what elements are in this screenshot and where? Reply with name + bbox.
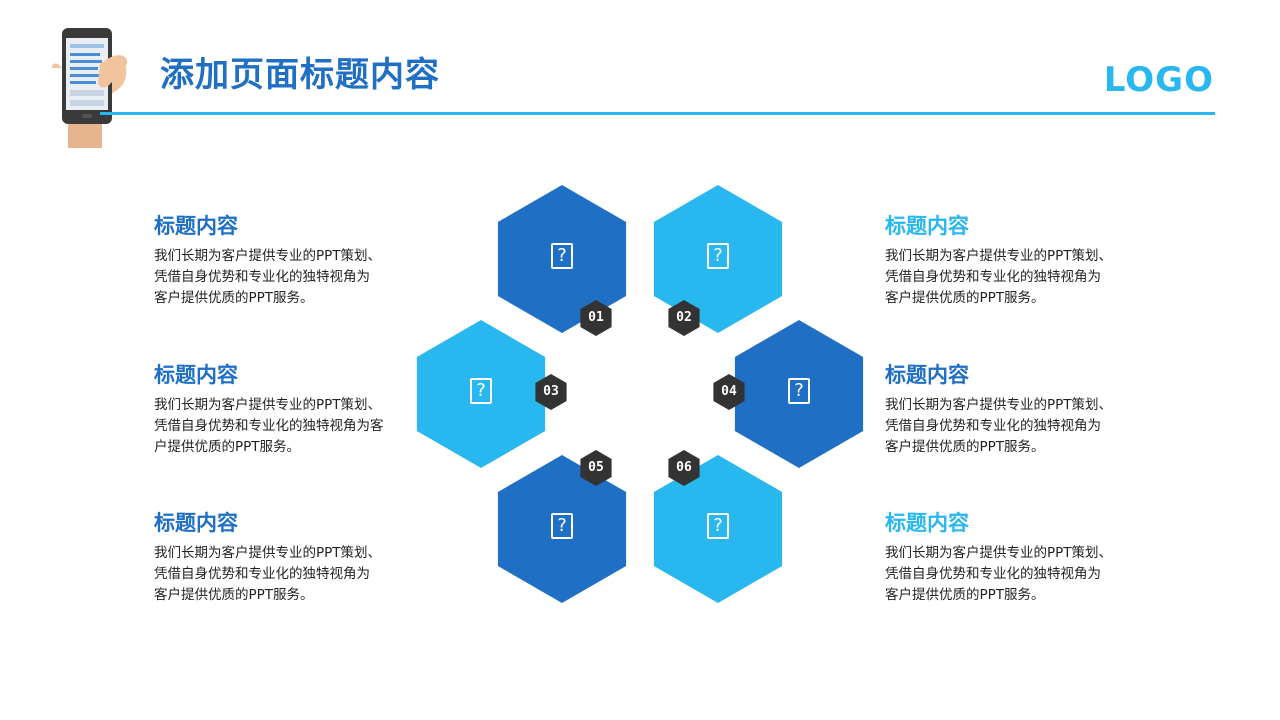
number-badge-label: 03 [543,384,559,399]
block-body: 我们长期为客户提供专业的PPT策划、 凭借自身优势和专业化的独特视角为客 户提供… [154,397,384,455]
text-block-1: 标题内容 我们长期为客户提供专业的PPT策划、 凭借自身优势和专业化的独特视角为… [154,212,424,309]
block-body: 我们长期为客户提供专业的PPT策划、 凭借自身优势和专业化的独特视角为 客户提供… [154,545,382,603]
text-block-5: 标题内容 我们长期为客户提供专业的PPT策划、 凭借自身优势和专业化的独特视角为… [885,361,1155,458]
block-body: 我们长期为客户提供专业的PPT策划、 凭借自身优势和专业化的独特视角为 客户提供… [885,545,1113,603]
missing-glyph-icon: ? [551,513,573,539]
block-title: 标题内容 [154,363,238,387]
block-title: 标题内容 [154,214,238,238]
header-divider [100,112,1215,115]
number-badge-label: 04 [721,384,737,399]
block-body: 我们长期为客户提供专业的PPT策划、 凭借自身优势和专业化的独特视角为 客户提供… [154,248,382,306]
page-title: 添加页面标题内容 [160,55,440,95]
text-block-4: 标题内容 我们长期为客户提供专业的PPT策划、 凭借自身优势和专业化的独特视角为… [885,212,1155,309]
phone-in-hand-icon [52,28,128,148]
number-badge-label: 05 [588,460,604,475]
number-badge-label: 06 [676,460,692,475]
block-title: 标题内容 [885,511,969,535]
text-block-6: 标题内容 我们长期为客户提供专业的PPT策划、 凭借自身优势和专业化的独特视角为… [885,509,1155,606]
missing-glyph-icon: ? [707,513,729,539]
missing-glyph-icon: ? [551,243,573,269]
text-block-3: 标题内容 我们长期为客户提供专业的PPT策划、 凭借自身优势和专业化的独特视角为… [154,509,424,606]
block-body: 我们长期为客户提供专业的PPT策划、 凭借自身优势和专业化的独特视角为 客户提供… [885,397,1113,455]
number-badge-label: 01 [588,310,604,325]
block-title: 标题内容 [154,511,238,535]
text-block-2: 标题内容 我们长期为客户提供专业的PPT策划、 凭借自身优势和专业化的独特视角为… [154,361,424,458]
block-body: 我们长期为客户提供专业的PPT策划、 凭借自身优势和专业化的独特视角为 客户提供… [885,248,1113,306]
number-badge-label: 02 [676,310,692,325]
missing-glyph-icon: ? [788,378,810,404]
missing-glyph-icon: ? [707,243,729,269]
missing-glyph-icon: ? [470,378,492,404]
logo: LOGO [1103,60,1214,100]
block-title: 标题内容 [885,363,969,387]
block-title: 标题内容 [885,214,969,238]
